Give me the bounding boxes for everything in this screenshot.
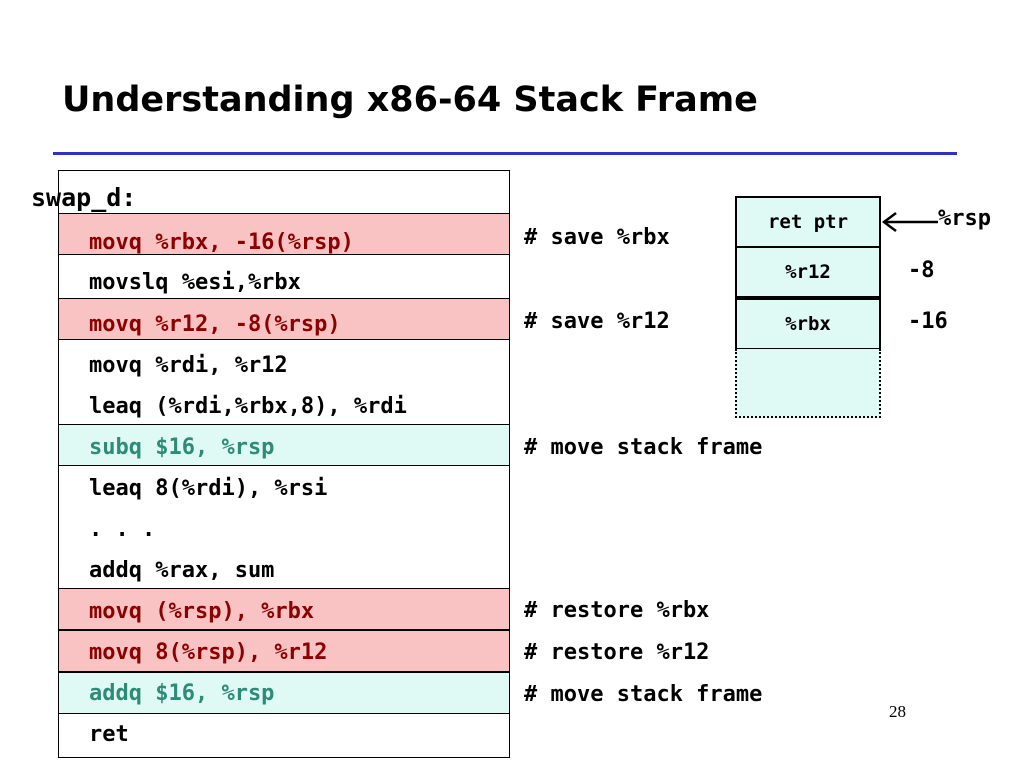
code-line: movq (%rsp), %rbx: [89, 599, 315, 624]
highlight-band-restore-r12: [58, 630, 510, 672]
comment-restore-rbx: # restore %rbx: [524, 598, 710, 623]
code-line: movslq %esi,%rbx: [89, 270, 301, 295]
rsp-pointer-arrow: [881, 212, 938, 232]
stack-free-space: [735, 349, 881, 418]
code-line: movq %rbx, -16(%rsp): [89, 230, 354, 255]
code-listing: [58, 170, 510, 758]
offset-minus-8: -8: [908, 258, 935, 283]
slide-title: Understanding x86-64 Stack Frame: [62, 80, 758, 120]
code-line: addq $16, %rsp: [89, 681, 275, 706]
page-number: 28: [889, 702, 906, 721]
comment-move-stack-frame: # move stack frame: [524, 682, 763, 707]
code-line: movq %rdi, %r12: [89, 353, 288, 378]
title-underline: [53, 152, 957, 155]
stack-cell-r12: %r12: [735, 246, 881, 298]
highlight-band-addq: [58, 672, 510, 714]
code-line: . . .: [89, 517, 156, 542]
comment-save-rbx: # save %rbx: [524, 225, 670, 250]
highlight-band-save-r12: [58, 298, 510, 340]
comment-move-stack-frame: # move stack frame: [524, 435, 763, 460]
stack-cell-ret-ptr: ret ptr: [735, 196, 881, 248]
code-line: leaq 8(%rdi), %rsi: [89, 476, 328, 501]
code-line: subq $16, %rsp: [89, 435, 275, 460]
comment-restore-r12: # restore %r12: [524, 640, 710, 665]
code-line: ret: [89, 722, 129, 747]
highlight-band-restore-rbx: [58, 588, 510, 630]
highlight-band-subq: [58, 424, 510, 466]
code-line: addq %rax, sum: [89, 558, 275, 583]
code-line: movq 8(%rsp), %r12: [89, 640, 328, 665]
offset-minus-16: -16: [908, 309, 948, 334]
code-line: movq %r12, -8(%rsp): [89, 312, 341, 337]
stack-cell-rbx: %rbx: [735, 298, 881, 350]
highlight-band-save-rbx: [58, 213, 510, 255]
rsp-label: %rsp: [938, 206, 991, 231]
code-line: leaq (%rdi,%rbx,8), %rdi: [89, 394, 407, 419]
comment-save-r12: # save %r12: [524, 309, 670, 334]
code-label: swap_d:: [31, 183, 137, 212]
